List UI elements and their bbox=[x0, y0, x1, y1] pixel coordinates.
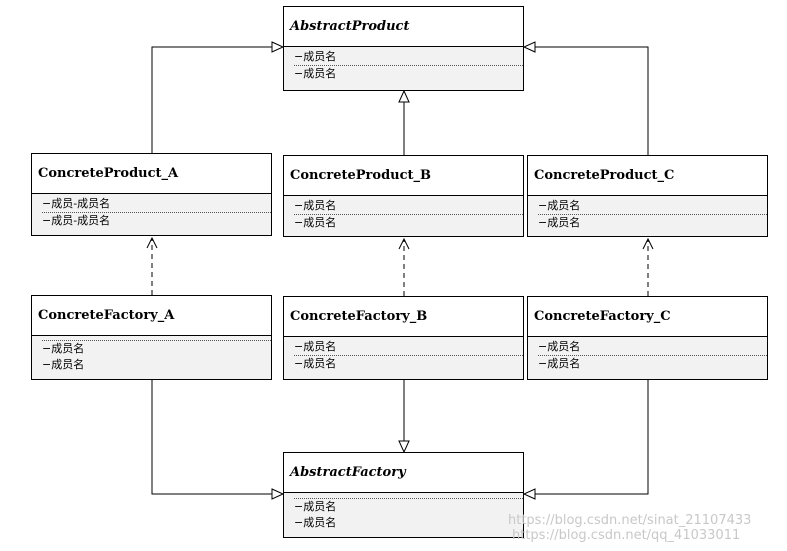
watermark-line-2: https://blog.csdn.net/qq_41033011 bbox=[512, 528, 741, 543]
class-concrete-factory-b[interactable]: ConcreteFactory_B −成员名 −成员名 bbox=[283, 296, 524, 380]
class-concrete-product-c[interactable]: ConcreteProduct_C −成员名 −成员名 bbox=[527, 155, 768, 237]
class-title: ConcreteFactory_C bbox=[528, 297, 767, 337]
member: −成员名 bbox=[294, 498, 523, 515]
class-title: ConcreteFactory_A bbox=[32, 296, 271, 336]
class-abstract-product[interactable]: AbstractProduct −成员名 −成员名 bbox=[283, 6, 524, 91]
member-list: −成员名 −成员名 bbox=[284, 493, 523, 537]
member: −成员名 bbox=[538, 355, 767, 372]
class-title: ConcreteProduct_A bbox=[32, 154, 271, 194]
member: −成员名 bbox=[42, 358, 85, 371]
class-abstract-factory[interactable]: AbstractFactory −成员名 −成员名 bbox=[283, 452, 524, 538]
member-list: −成员名 −成员名 bbox=[284, 47, 523, 90]
member: −成员名 bbox=[538, 214, 767, 231]
member-list: −成员名 −成员名 bbox=[284, 196, 523, 236]
class-title: AbstractProduct bbox=[284, 7, 523, 47]
class-title: ConcreteProduct_B bbox=[284, 156, 523, 196]
class-concrete-factory-a[interactable]: ConcreteFactory_A −成员名 −成员名 bbox=[31, 295, 272, 380]
member: −成员名 bbox=[294, 355, 523, 372]
inherit-edge-factory-c bbox=[522, 380, 649, 500]
member-list: −成员名 −成员名 bbox=[32, 336, 271, 379]
member-list: −成员名 −成员名 bbox=[528, 337, 767, 379]
member: −成员-成员名 bbox=[42, 197, 111, 210]
inherit-edge-product-a bbox=[151, 41, 285, 153]
class-concrete-product-b[interactable]: ConcreteProduct_B −成员名 −成员名 bbox=[283, 155, 524, 237]
member: −成员名 bbox=[294, 340, 337, 353]
member: −成员名 bbox=[294, 65, 523, 82]
member: −成员名 bbox=[294, 516, 337, 529]
member: −成员-成员名 bbox=[42, 212, 271, 229]
inherit-edge-product-c bbox=[522, 41, 649, 155]
member: −成员名 bbox=[538, 340, 581, 353]
class-concrete-product-a[interactable]: ConcreteProduct_A −成员-成员名 −成员-成员名 bbox=[31, 153, 272, 236]
member: −成员名 bbox=[294, 50, 337, 63]
member: −成员名 bbox=[42, 340, 271, 357]
watermark-line-1: https://blog.csdn.net/sinat_21107433 bbox=[508, 513, 752, 528]
member: −成员名 bbox=[538, 199, 581, 212]
inherit-edge-factory-a bbox=[151, 380, 285, 500]
class-title: ConcreteProduct_C bbox=[528, 156, 767, 196]
member-list: −成员-成员名 −成员-成员名 bbox=[32, 194, 271, 235]
member: −成员名 bbox=[294, 199, 337, 212]
member-list: −成员名 −成员名 bbox=[284, 337, 523, 379]
class-concrete-factory-c[interactable]: ConcreteFactory_C −成员名 −成员名 bbox=[527, 296, 768, 380]
member-list: −成员名 −成员名 bbox=[528, 196, 767, 236]
class-title: AbstractFactory bbox=[284, 453, 523, 493]
member: −成员名 bbox=[294, 214, 523, 231]
class-title: ConcreteFactory_B bbox=[284, 297, 523, 337]
